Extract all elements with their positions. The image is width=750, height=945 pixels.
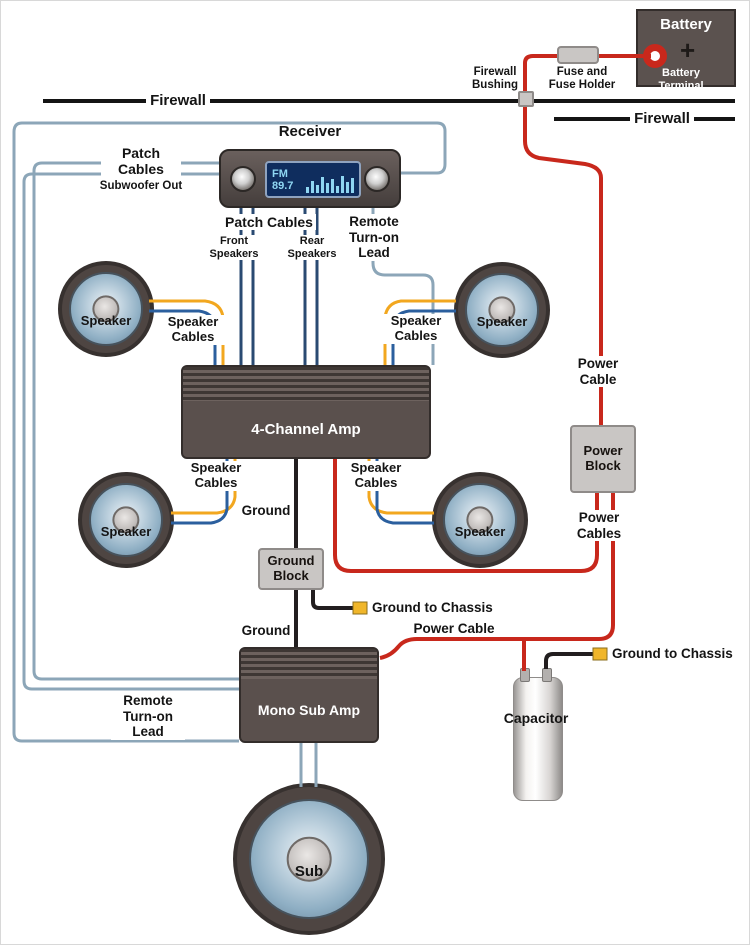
firewall-bushing — [518, 91, 534, 107]
speaker-cables-rear-left-label: Speaker Cables — [181, 460, 251, 491]
ground-block: Ground Block — [258, 548, 324, 590]
battery: Battery + Battery Terminal — [636, 9, 736, 92]
ground-to-chassis-right-label: Ground to Chassis — [612, 646, 733, 661]
speaker-cables-front-left-label: Speaker Cables — [158, 314, 228, 345]
receiver-display: FM 89.7 — [265, 161, 361, 198]
four-channel-amp: 4-Channel Amp — [181, 365, 431, 459]
power-cable-bottom-label: Power Cable — [407, 621, 501, 637]
remote-lead-loop-wire — [12, 121, 447, 743]
firewall-label-right: Firewall — [630, 110, 694, 128]
power-cable-label: Power Cable — [567, 356, 629, 388]
patch-cable-wires — [239, 208, 319, 365]
mono-sub-amp: Mono Sub Amp — [239, 647, 379, 743]
chassis-terminals — [352, 601, 608, 661]
receiver: FM 89.7 — [219, 149, 401, 208]
ground-upper-label: Ground — [239, 503, 293, 519]
speaker-dust-cap — [92, 295, 120, 323]
power-cable-amp4-wire — [333, 459, 599, 573]
speaker-label: Speaker — [454, 524, 506, 540]
four-channel-amp-label: 4-Channel Amp — [251, 420, 361, 438]
chassis-terminal-icon — [352, 601, 368, 615]
patch-cables-left-label: Patch Cables — [101, 145, 181, 178]
speaker-label: Speaker — [476, 314, 528, 330]
front-speakers-label: Front Speakers — [203, 235, 265, 261]
capacitor-label: Capacitor — [503, 710, 569, 726]
subwoofer: Sub — [233, 783, 385, 935]
speaker-cables-rear-right-label: Speaker Cables — [341, 460, 411, 491]
speaker-cables-front-right-label: Speaker Cables — [381, 313, 451, 344]
mono-sub-amp-label: Mono Sub Amp — [257, 702, 361, 718]
remote-turn-on-lead-top-label: Remote Turn-on Lead — [340, 214, 408, 261]
speaker-dust-cap — [286, 836, 332, 882]
heatsink-fins — [183, 367, 429, 401]
ground-to-chassis-mid-label: Ground to Chassis — [372, 600, 493, 615]
speaker-label: Speaker — [100, 524, 152, 540]
subwoofer-out-label: Subwoofer Out — [95, 180, 187, 194]
power-cables-label: Power Cables — [565, 510, 633, 542]
ground-lower-label: Ground — [239, 623, 293, 639]
battery-label: Battery — [660, 16, 712, 33]
fuse-holder — [557, 46, 599, 64]
firewall-label-left: Firewall — [146, 92, 210, 110]
subwoofer-patch-wire — [32, 161, 239, 681]
power-cable-wire — [523, 54, 651, 425]
ground-block-label: Ground Block — [267, 553, 315, 583]
frequency-readout: FM 89.7 — [272, 167, 294, 192]
receiver-label: Receiver — [278, 123, 342, 140]
remote-lead-wire — [371, 208, 435, 365]
capacitor — [513, 668, 563, 801]
volume-knob-icon — [230, 166, 256, 192]
speaker-dust-cap — [466, 506, 494, 534]
speaker-label: Speaker — [80, 313, 132, 329]
firewall-bushing-label: Firewall Bushing — [472, 66, 518, 92]
speaker-cone — [465, 273, 539, 347]
heatsink-fins — [241, 649, 377, 679]
ground-chassis-mid-wire — [311, 590, 353, 610]
speaker-rear-right: Speaker — [432, 472, 528, 568]
tuning-knob-icon — [364, 166, 390, 192]
signal-wires — [12, 121, 447, 787]
speaker-dust-cap — [488, 296, 516, 324]
patch-cables-bottom-label: Patch Cables — [222, 214, 316, 231]
rear-speakers-label: Rear Speakers — [281, 235, 343, 261]
eq-bars-icon — [306, 167, 354, 193]
subwoofer-patch-wire — [22, 172, 239, 691]
ground-chassis-right-wire — [544, 652, 593, 669]
power-block: Power Block — [570, 425, 636, 493]
battery-terminal-label: Battery Terminal — [658, 67, 704, 92]
ground-wires — [294, 459, 593, 669]
power-wires — [333, 54, 651, 671]
sub-label: Sub — [294, 863, 324, 881]
speaker-front-left: Speaker — [58, 261, 154, 357]
speaker-dust-cap — [112, 506, 140, 534]
fuse-holder-label: Fuse and Fuse Holder — [548, 66, 616, 92]
power-block-label: Power Block — [583, 443, 623, 473]
power-cable-mono-wire — [379, 493, 615, 660]
plus-sign: + — [680, 35, 696, 65]
chassis-terminal-icon — [592, 647, 608, 661]
speaker-rear-left: Speaker — [78, 472, 174, 568]
remote-turn-on-lead-bottom-label: Remote Turn-on Lead — [111, 693, 185, 740]
